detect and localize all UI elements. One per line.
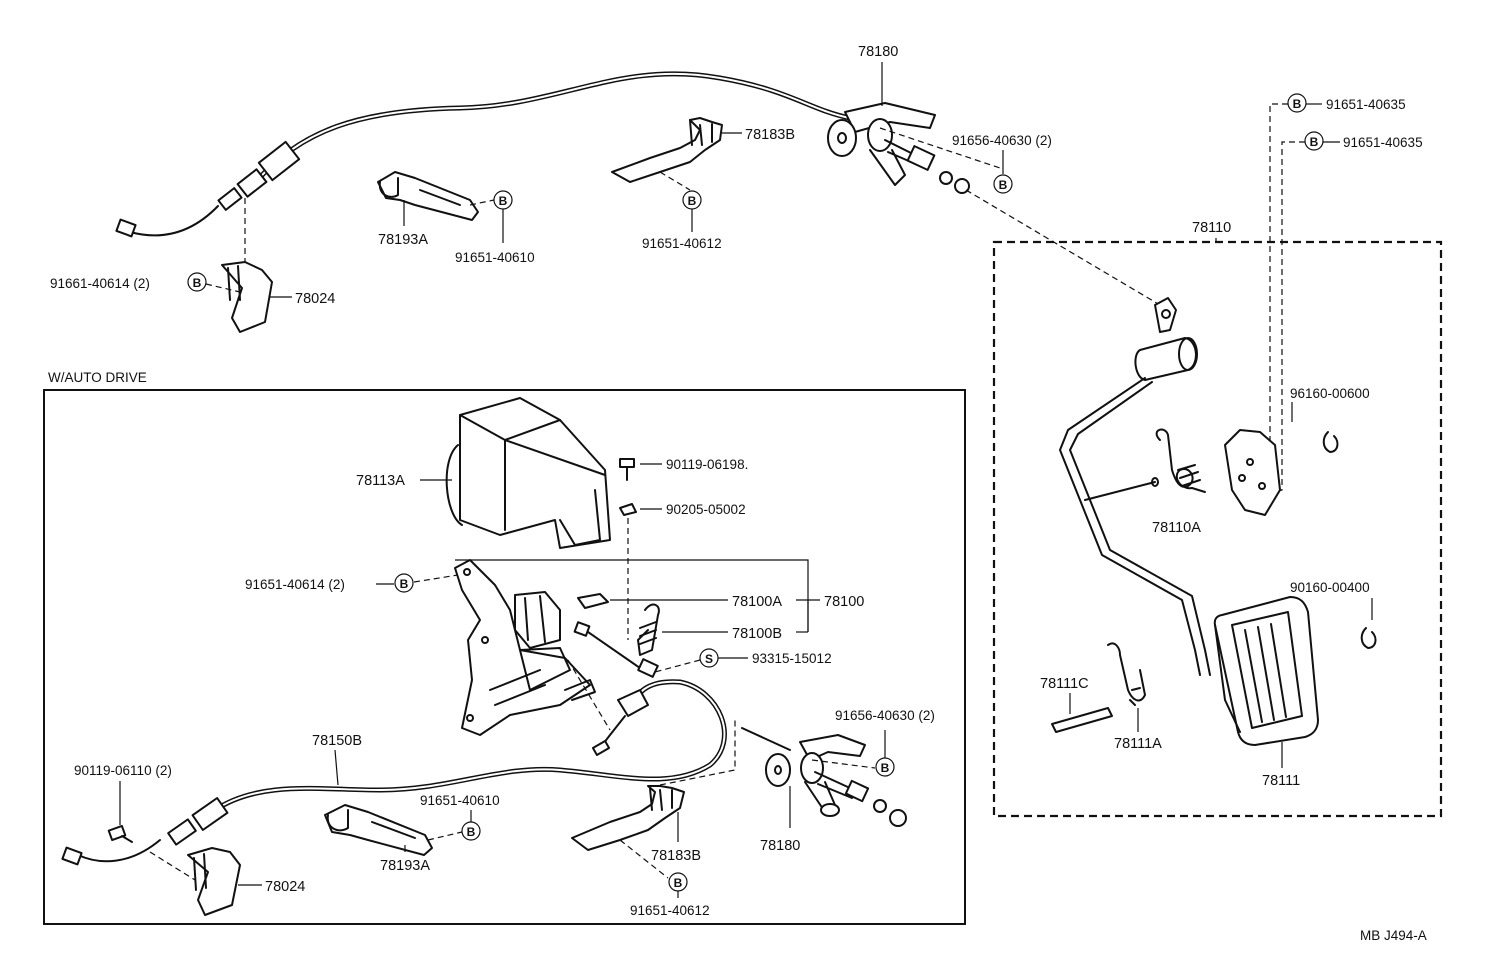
bolt-symbol-icon [1287,93,1307,113]
svg-text:78024: 78024 [265,879,305,895]
bolt-symbol-icon [1304,131,1324,151]
svg-text:90160-00400: 90160-00400 [1290,580,1370,595]
svg-text:91651-40610: 91651-40610 [420,793,500,808]
bracket-78193a-bottom: 78193A B 91651-40610 [324,793,500,874]
svg-text:91651-40635: 91651-40635 [1343,135,1423,150]
clip-96160: 96160-00600 [1290,386,1370,453]
svg-text:B: B [999,178,1008,192]
linkage-dash [965,189,1166,309]
pedal-assembly-frame [992,240,1443,818]
drawing-code: MB J494-A [1360,928,1427,943]
clip-78183b-bottom: 78183B B 91651-40612 [571,720,736,918]
svg-text:96160-00600: 96160-00600 [1290,386,1370,401]
svg-text:91651-40612: 91651-40612 [642,236,722,251]
svg-text:78180: 78180 [760,838,800,854]
label-91651-40635-a: B 91651-40635 [1269,93,1406,445]
svg-text:78100B: 78100B [732,626,782,642]
svg-text:B: B [1310,135,1319,149]
svg-text:91651-40610: 91651-40610 [455,250,535,265]
auto-drive-box [43,389,966,925]
svg-text:78100A: 78100A [732,594,782,610]
svg-text:B: B [499,194,508,208]
clip-78183b-top [611,117,723,183]
bolt-symbol-icon [993,174,1013,194]
pin-78111c: 78111C [1040,676,1113,733]
svg-text:90205-05002: 90205-05002 [666,502,746,517]
label-78110: 78110 [1192,220,1231,242]
bracket-78193a-top [377,171,479,221]
pivot-plate [1224,429,1281,516]
part-number: 78180 [858,44,898,60]
svg-text:B: B [400,577,409,591]
svg-text:90119-06110 (2): 90119-06110 (2) [74,763,172,778]
bracket-78180-bottom: 78180 B 91656-40630 (2) [741,708,935,854]
svg-text:91661-40614 (2): 91661-40614 (2) [50,276,150,291]
clip-90160: 90160-00400 [1290,580,1377,649]
svg-text:91651-40635: 91651-40635 [1326,97,1406,112]
svg-text:78100: 78100 [824,594,864,610]
pedal-arm [1059,297,1211,676]
svg-text:78111A: 78111A [1114,736,1162,752]
holder-78024-top [221,198,273,333]
svg-text:B: B [467,825,476,839]
bolt-symbol-icon [394,573,414,593]
svg-text:78113A: 78113A [356,473,405,489]
svg-text:78110A: 78110A [1152,520,1201,536]
svg-text:B: B [881,761,890,775]
screw-90119-06198: 90119-06198. [619,457,748,481]
svg-text:78024: 78024 [295,291,335,307]
svg-text:91651-40614 (2): 91651-40614 (2) [245,577,345,592]
svg-text:78111C: 78111C [1040,676,1089,692]
pedal-pad-78111: 78111 [1213,596,1319,789]
label-91656-top: 91656-40630 (2) B [879,127,1052,194]
cable-78150b: 78150B [61,659,727,866]
bracket-78100 [454,559,596,736]
auto-drive-title: W/AUTO DRIVE [48,370,147,385]
svg-text:91651-40612: 91651-40612 [630,903,710,918]
svg-text:78183B: 78183B [651,848,701,864]
svg-text:91656-40630 (2): 91656-40630 (2) [835,708,935,723]
spring-78110a: 78110A [1152,428,1206,536]
bracket-78180-top [827,102,970,194]
svg-text:90119-06198.: 90119-06198. [666,457,748,472]
holder-78024-bottom: 78024 [149,847,305,916]
label-91651-40635-b: B 91651-40635 [1271,131,1423,493]
svg-text:B: B [1293,97,1302,111]
label-78183b-top: 78183B B 91651-40612 [642,127,795,251]
label-93315: S 93315-15012 [637,648,832,678]
svg-text:78183B: 78183B [745,127,795,143]
svg-text:B: B [688,194,697,208]
label-78180-top: 78180 [858,44,898,106]
label-91651-40614: 91651-40614 (2) B [245,573,459,593]
accelerator-cable-top [115,71,853,238]
actuator-78113a: 78113A [356,397,611,549]
svg-text:B: B [674,876,683,890]
svg-text:78150B: 78150B [312,733,362,749]
label-78193a-top: 78193A B 91651-40610 [378,190,535,265]
svg-text:78193A: 78193A [378,232,428,248]
svg-text:78193A: 78193A [380,858,430,874]
svg-text:78111: 78111 [1262,773,1300,789]
bolt-symbol-icon [187,272,207,292]
svg-text:91656-40630 (2): 91656-40630 (2) [952,133,1052,148]
label-78024-top: 78024 91661-40614 (2) B [50,272,335,307]
nut-90205-05002: 90205-05002 [619,502,746,640]
screw-90119-06110: 90119-06110 (2) [74,763,172,843]
svg-text:B: B [193,276,202,290]
svg-text:S: S [705,652,713,666]
spring-78111a: 78111A [1107,642,1162,752]
svg-text:93315-15012: 93315-15012 [752,651,832,666]
svg-text:78110: 78110 [1192,220,1231,236]
labels-78100: 78100A 78100 78100B [455,559,864,669]
